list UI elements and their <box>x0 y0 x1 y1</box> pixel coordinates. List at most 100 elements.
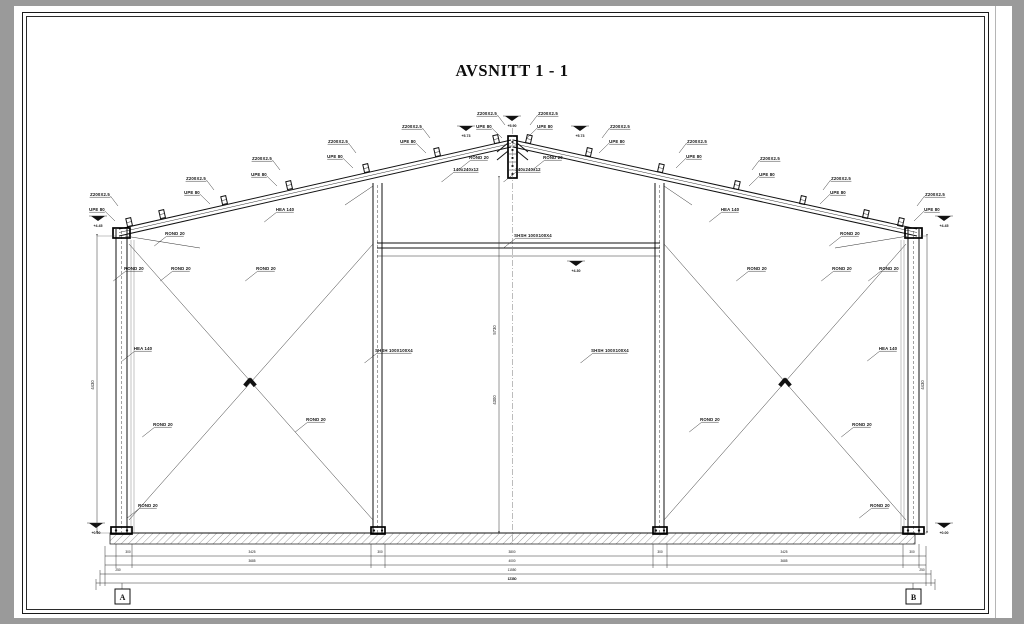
dimension-value: 250 <box>115 568 121 572</box>
column-left-A <box>110 227 133 535</box>
elevation-flag-icon <box>505 116 519 121</box>
leader-line <box>532 160 545 171</box>
leader-line <box>598 142 610 154</box>
label-upe-80: UPE 80 <box>476 124 492 129</box>
roof-rafter-right <box>512 139 918 237</box>
elevation-flag-icon <box>937 523 951 528</box>
elevation-flag-icon <box>937 216 951 221</box>
elevation-value: +0.00 <box>91 531 100 535</box>
label-upe-80: UPE 80 <box>537 124 553 129</box>
leader-line <box>822 179 831 191</box>
dimension-value: 300 <box>657 550 663 554</box>
label-rond-20: ROND 20 <box>138 503 158 508</box>
leader-line <box>503 172 516 183</box>
leader-line <box>675 157 687 169</box>
label-rond-20: ROND 20 <box>832 266 852 271</box>
leader-line <box>110 195 119 207</box>
label-rond-20: ROND 20 <box>870 503 890 508</box>
label-rond-20: ROND 20 <box>879 266 899 271</box>
label-hea-140: HEA 140 <box>879 346 898 351</box>
leader-line <box>916 195 925 207</box>
leader-line <box>580 353 593 364</box>
label-rond-20: ROND 20 <box>306 417 326 422</box>
wall-cladding-left <box>130 240 135 533</box>
leader-line <box>104 210 116 222</box>
dimension-value: 3425 <box>780 550 787 554</box>
label-shsh-100x100x4: SHSH 100X100X4 <box>591 348 629 353</box>
drawing-border-outer <box>22 12 989 614</box>
label-z200x2-5: Z200X2.5 <box>402 124 422 129</box>
grid-marker-A: A <box>114 583 131 605</box>
wall-cladding-right <box>900 240 905 533</box>
leader-line <box>245 271 258 282</box>
label-upe-80: UPE 80 <box>89 207 105 212</box>
elevation-value: +5.73 <box>461 134 470 138</box>
leader-line <box>441 172 454 183</box>
label-z200x2-5: Z200X2.5 <box>186 176 206 181</box>
label-rond-20: ROND 20 <box>469 155 489 160</box>
dimension-value: 4000 <box>508 559 515 563</box>
label-z200x2-5: Z200X2.5 <box>610 124 630 129</box>
leader-line <box>678 142 687 154</box>
leader-line <box>841 427 854 438</box>
vertical-dimension-left: 4430 <box>90 234 116 534</box>
elevation-value: +4.30 <box>571 269 580 273</box>
dim-ridge-height: 5730 <box>492 325 497 335</box>
wind-girt-horizontal <box>377 242 660 257</box>
dimension-value: 11550 <box>508 568 517 572</box>
column-mid-left <box>370 183 386 535</box>
label-upe-80: UPE 80 <box>686 154 702 159</box>
vertical-dimension-right: 4430 <box>915 234 928 534</box>
leader-line <box>458 160 471 171</box>
elevation-flag-icon <box>91 216 105 221</box>
leader-line <box>199 193 211 205</box>
roof-rafter-left <box>118 139 512 237</box>
leader-line <box>272 159 281 171</box>
dimension-value: 3425 <box>248 550 255 554</box>
label-upe-80: UPE 80 <box>924 207 940 212</box>
label-z200x2-5: Z200X2.5 <box>687 139 707 144</box>
leader-line <box>364 353 377 364</box>
label-upe-80: UPE 80 <box>830 190 846 195</box>
roof-bracing-diagonals <box>124 185 909 249</box>
dim-column-height-right: 4430 <box>920 380 925 390</box>
leader-line <box>497 114 506 126</box>
label-rond-20: ROND 20 <box>153 422 173 427</box>
leader-line <box>529 114 538 126</box>
grid-label-A: A <box>120 593 126 602</box>
leader-line <box>266 175 278 187</box>
label-rond-20: ROND 20 <box>852 422 872 427</box>
leader-line <box>295 422 308 433</box>
leader-line <box>526 127 538 139</box>
label-z200x2-5: Z200X2.5 <box>252 156 272 161</box>
dimension-value: 250 <box>919 568 925 572</box>
label-z200x2-5: Z200X2.5 <box>328 139 348 144</box>
label-rond-20: ROND 20 <box>700 417 720 422</box>
label-140x240x12: 140x240x12 <box>453 167 479 172</box>
label-rond-20: ROND 20 <box>124 266 144 271</box>
leader-line <box>348 142 357 154</box>
leader-line <box>709 212 722 223</box>
column-mid-right <box>652 183 668 535</box>
dim-column-height-left: 4430 <box>90 380 95 390</box>
purlin-cleats-left <box>125 134 501 228</box>
label-upe-80: UPE 80 <box>251 172 267 177</box>
leader-line <box>868 271 881 282</box>
dimension-value: 12350 <box>508 577 517 581</box>
leader-line <box>601 127 610 139</box>
leader-line <box>503 238 516 249</box>
label-rond-20: ROND 20 <box>171 266 191 271</box>
label-upe-80: UPE 80 <box>609 139 625 144</box>
leader-line <box>160 271 173 282</box>
grid-label-B: B <box>911 593 917 602</box>
bracing-left-bay <box>128 243 374 521</box>
dimension-value: 300 <box>125 550 131 554</box>
grid-marker-B: B <box>905 583 922 605</box>
leader-line <box>867 351 880 362</box>
dimension-value: 300 <box>909 550 915 554</box>
label-z200x2-5: Z200X2.5 <box>831 176 851 181</box>
